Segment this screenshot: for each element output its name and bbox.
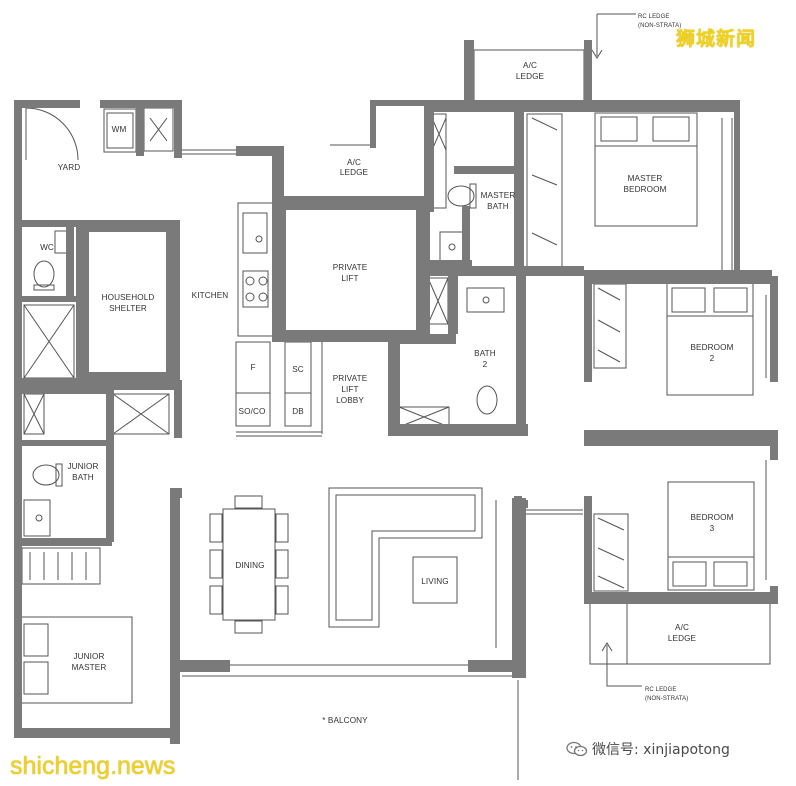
label-balcony: * BALCONY <box>322 716 368 725</box>
label-db: DB <box>292 407 304 416</box>
label-wm: WM <box>112 125 127 134</box>
label-ac-ledge-right-1: A/C <box>675 623 689 632</box>
watermark-top-right: 狮城新闻 <box>676 28 757 50</box>
label-private-lift-lobby-2: LIFT <box>341 385 358 394</box>
label-ac-ledge-right-2: LEDGE <box>668 634 697 643</box>
label-junior-master-1: JUNIOR <box>73 652 104 661</box>
label-bedroom3-2: 3 <box>710 524 715 533</box>
label-junior-bath-2: BATH <box>72 473 94 482</box>
watermark-bottom-left: shicheng.news <box>10 752 176 780</box>
label-kitchen: KITCHEN <box>192 291 229 300</box>
walls <box>14 40 778 744</box>
label-private-lift-1: PRIVATE <box>333 263 368 272</box>
watermark-wechat-text: 微信号: xinjiapotong <box>592 742 730 758</box>
label-private-lift-lobby-3: LOBBY <box>336 396 364 405</box>
label-yard: YARD <box>58 163 81 172</box>
wechat-icon <box>566 741 588 757</box>
label-so-co: SO/CO <box>239 407 266 416</box>
label-junior-bath-1: JUNIOR <box>67 462 98 471</box>
room-labels: YARD WM WC HOUSEHOLD SHELTER KITCHEN A/C… <box>40 61 733 725</box>
label-dining: DINING <box>235 561 264 570</box>
watermark-wechat: 微信号: xinjiapotong <box>566 739 730 759</box>
label-bath2-1: BATH <box>474 349 496 358</box>
thin-lines <box>19 13 771 780</box>
label-ac-ledge-mid-1: A/C <box>347 158 361 167</box>
label-bedroom3-1: BEDROOM <box>690 513 733 522</box>
label-master-bedroom-1: MASTER <box>628 174 663 183</box>
label-private-lift-lobby-1: PRIVATE <box>333 374 368 383</box>
label-ac-ledge-top-1: A/C <box>523 61 537 70</box>
label-sc: SC <box>292 365 304 374</box>
note-rc-ledge-top-2: (NON-STRATA) <box>638 23 681 29</box>
label-master-bedroom-2: BEDROOM <box>623 185 666 194</box>
label-ac-ledge-mid-2: LEDGE <box>340 168 369 177</box>
label-private-lift-2: LIFT <box>341 274 358 283</box>
label-ac-ledge-top-2: LEDGE <box>516 72 545 81</box>
label-junior-master-2: MASTER <box>72 663 107 672</box>
note-rc-ledge-bottom-2: (NON-STRATA) <box>645 696 688 702</box>
note-rc-ledge-top-1: RC LEDGE <box>638 14 669 20</box>
label-household-shelter-1: HOUSEHOLD <box>102 293 155 302</box>
label-master-bath-1: MASTER <box>481 191 516 200</box>
note-rc-ledge-bottom-1: RC LEDGE <box>645 687 676 693</box>
label-master-bath-2: BATH <box>487 202 509 211</box>
label-bedroom2-1: BEDROOM <box>690 343 733 352</box>
label-living: LIVING <box>421 577 448 586</box>
notes: RC LEDGE (NON-STRATA) RC LEDGE (NON-STRA… <box>638 14 688 702</box>
label-household-shelter-2: SHELTER <box>109 304 147 313</box>
label-bedroom2-2: 2 <box>710 354 715 363</box>
label-wc: WC <box>40 243 54 252</box>
label-f: F <box>250 363 255 372</box>
label-bath2-2: 2 <box>483 360 488 369</box>
